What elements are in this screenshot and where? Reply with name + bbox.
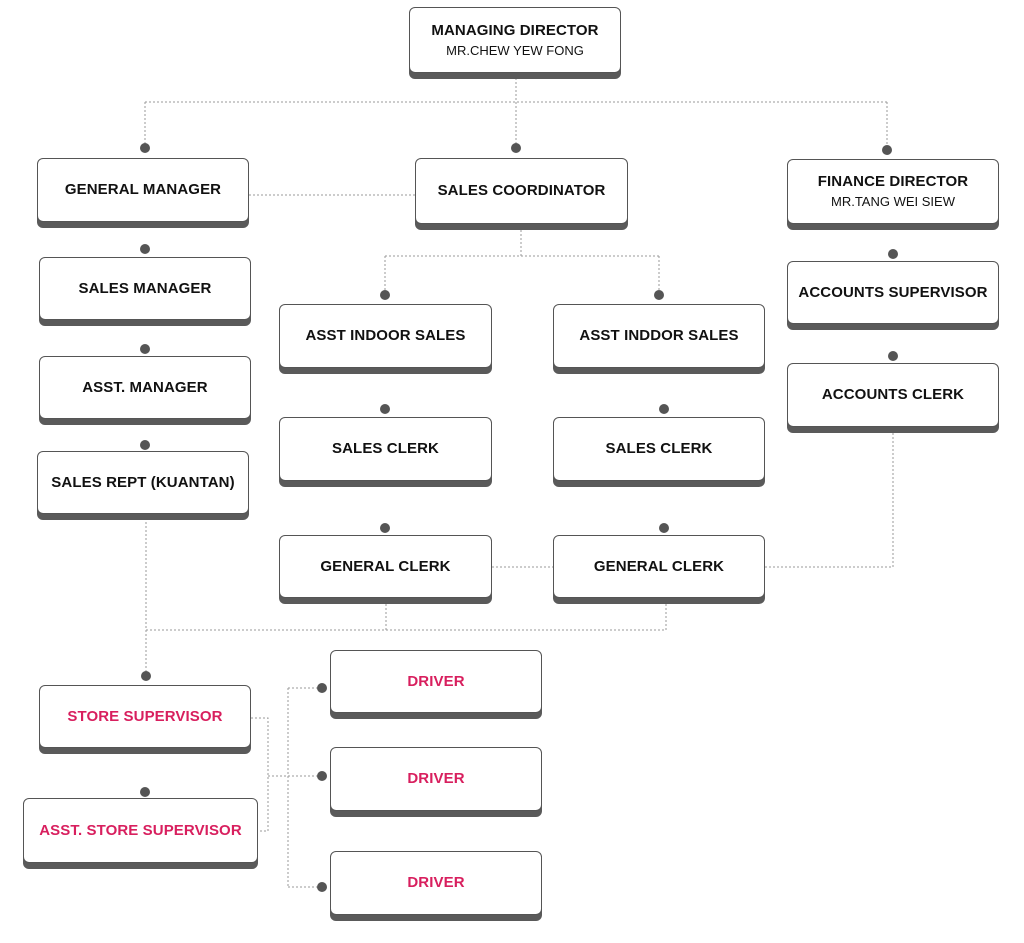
dot [511,143,521,153]
node-title: SALES REPT (KUANTAN) [51,473,235,491]
node-driver-3[interactable]: DRIVER [330,851,542,915]
node-title: SALES COORDINATOR [437,182,606,199]
node-store-supervisor[interactable]: STORE SUPERVISOR [39,685,251,748]
dot [888,351,898,361]
node-title: SALES CLERK [332,440,439,457]
node-general-clerk-2[interactable]: GENERAL CLERK [553,535,765,598]
connector-md-bus [144,78,888,148]
node-title: ACCOUNTS SUPERVISOR [798,283,988,301]
node-title: ASST INDOOR SALES [305,327,466,344]
node-title: GENERAL MANAGER [64,181,222,198]
node-driver-1[interactable]: DRIVER [330,650,542,713]
node-title: DRIVER [407,770,465,787]
connector-gc-link [492,432,894,568]
dot [141,671,151,681]
dot [140,344,150,354]
connector-drivers [251,687,322,888]
node-title: FINANCE DIRECTOR [817,173,969,190]
node-general-clerk-1[interactable]: GENERAL CLERK [279,535,492,598]
dot [140,440,150,450]
node-title: STORE SUPERVISOR [67,707,223,725]
node-title: ASST. MANAGER [82,378,208,396]
dot [380,404,390,414]
dot [140,143,150,153]
connector-store-bus [145,518,667,676]
node-person-name: MR.TANG WEI SIEW [831,194,955,209]
node-finance-director[interactable]: FINANCE DIRECTOR MR.TANG WEI SIEW [787,159,999,224]
dot [654,290,664,300]
dot [317,683,327,693]
connector-dots [140,143,898,892]
node-asst-inddor-sales[interactable]: ASST INDDOR SALES [553,304,765,368]
node-title: GENERAL CLERK [593,557,725,575]
dot [888,249,898,259]
node-asst-indoor-sales[interactable]: ASST INDOOR SALES [279,304,492,368]
node-accounts-supervisor[interactable]: ACCOUNTS SUPERVISOR [787,261,999,324]
node-sales-rept-kuantan[interactable]: SALES REPT (KUANTAN) [37,451,249,514]
node-asst-manager[interactable]: ASST. MANAGER [39,356,251,419]
node-sales-clerk-1[interactable]: SALES CLERK [279,417,492,481]
dot [380,290,390,300]
node-sales-manager[interactable]: SALES MANAGER [39,257,251,320]
node-title: MANAGING DIRECTOR [431,21,599,39]
node-title: DRIVER [407,874,465,891]
node-title: GENERAL CLERK [320,557,451,575]
node-title: SALES CLERK [605,440,713,457]
node-managing-director[interactable]: MANAGING DIRECTOR MR.CHEW YEW FONG [409,7,621,73]
dot [882,145,892,155]
node-asst-store-supervisor[interactable]: ASST. STORE SUPERVISOR [23,798,258,863]
node-accounts-clerk[interactable]: ACCOUNTS CLERK [787,363,999,427]
node-sales-coordinator[interactable]: SALES COORDINATOR [415,158,628,224]
node-sales-clerk-2[interactable]: SALES CLERK [553,417,765,481]
node-title: ASST INDDOR SALES [579,327,739,344]
node-title: SALES MANAGER [78,279,212,297]
node-person-name: MR.CHEW YEW FONG [446,42,584,58]
node-driver-2[interactable]: DRIVER [330,747,542,811]
connector-sc-bus [384,230,660,295]
node-title: ASST. STORE SUPERVISOR [39,821,242,839]
node-title: ACCOUNTS CLERK [821,386,965,403]
dot [317,771,327,781]
dot [140,244,150,254]
dot [659,404,669,414]
dot [659,523,669,533]
node-general-manager[interactable]: GENERAL MANAGER [37,158,249,222]
dot [380,523,390,533]
dot [140,787,150,797]
dot [317,882,327,892]
node-title: DRIVER [407,672,465,690]
